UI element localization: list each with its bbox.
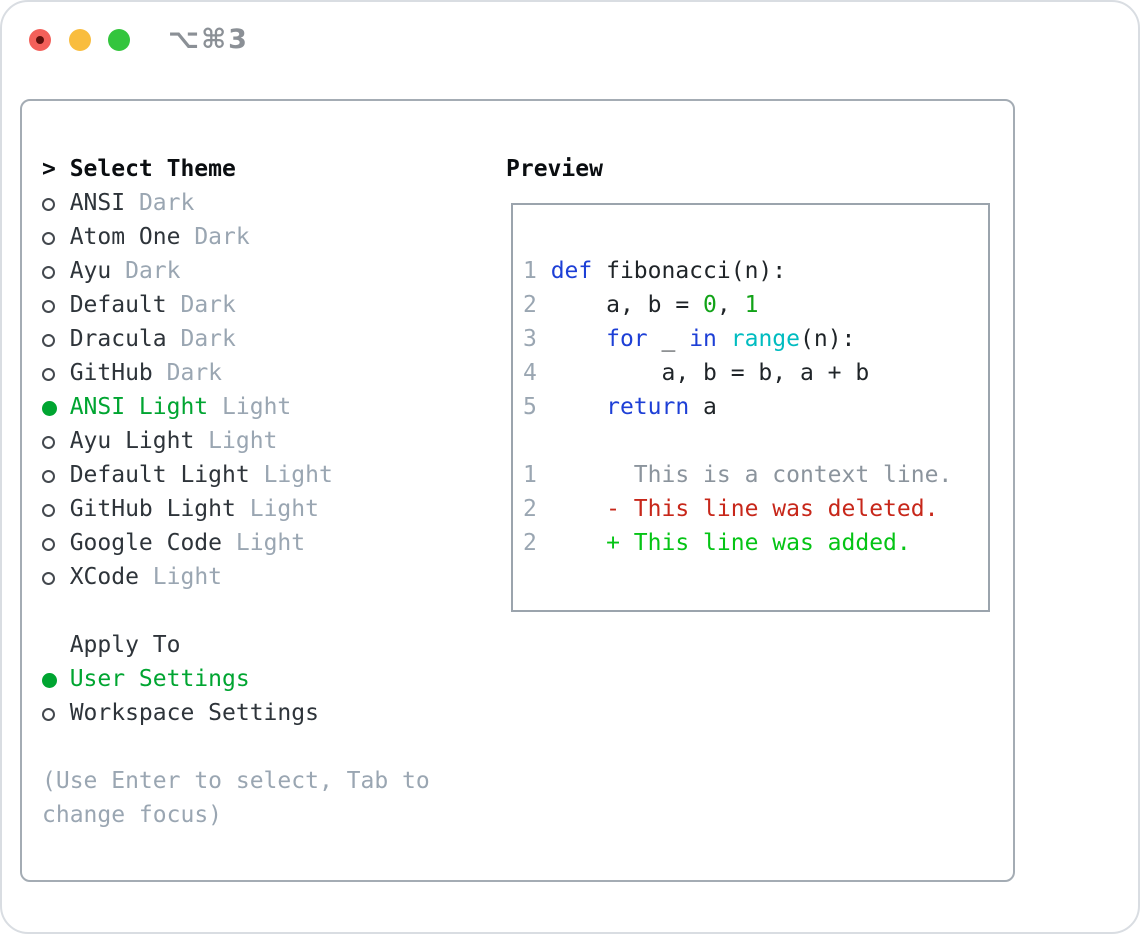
theme-variant-label: Light — [208, 428, 278, 454]
code-line: 2 - This line was deleted. — [523, 496, 939, 522]
apply-item-user-settings[interactable]: User Settings — [42, 662, 430, 696]
code-line: 5 return a — [523, 394, 717, 420]
apply-label: Workspace Settings — [69, 700, 319, 726]
theme-item-xcode-light[interactable]: XCode Light — [42, 560, 430, 594]
theme-item-github-light-light[interactable]: GitHub Light Light — [42, 492, 430, 526]
code-line: 1 def fibonacci(n): — [523, 258, 787, 284]
radio-icon — [42, 356, 70, 390]
theme-variant-label: Light — [222, 394, 292, 420]
theme-name: GitHub — [69, 360, 153, 386]
theme-name: GitHub Light — [69, 496, 236, 522]
radio-icon — [42, 560, 70, 594]
theme-variant-label: Dark — [180, 326, 236, 352]
line-number: 2 — [523, 530, 551, 556]
theme-item-default-dark[interactable]: Default Dark — [42, 288, 430, 322]
select-theme-header: > Select Theme — [42, 152, 430, 186]
theme-variant-label: Dark — [166, 360, 223, 386]
window-title: ⌥⌘3 — [168, 24, 249, 55]
hint-text-line-1: (Use Enter to select, Tab to — [42, 768, 430, 794]
radio-icon — [42, 322, 70, 356]
theme-item-ansi-light-light[interactable]: ANSI Light Light — [42, 390, 430, 424]
theme-variant-label: Light — [263, 462, 333, 488]
theme-name: Ayu — [69, 258, 112, 284]
theme-name: XCode — [69, 564, 139, 590]
theme-name: Default Light — [69, 462, 250, 488]
theme-name: ANSI — [69, 190, 126, 216]
theme-variant-label: Dark — [125, 258, 181, 284]
code-line: 2 a, b = 0, 1 — [523, 292, 759, 318]
code-line: 4 a, b = b, a + b — [523, 360, 870, 386]
line-number: 3 — [523, 326, 551, 352]
radio-icon — [42, 220, 70, 254]
apply-to-title: Apply To — [69, 632, 181, 658]
code-line: 2 + This line was added. — [523, 530, 911, 556]
theme-variant-label: Dark — [180, 292, 236, 318]
preview-code: 1 def fibonacci(n): 2 a, b = 0, 1 3 for _ … — [513, 205, 988, 560]
line-number: 1 — [523, 462, 551, 488]
preview-box: 1 def fibonacci(n): 2 a, b = 0, 1 3 for _ … — [511, 203, 990, 612]
line-number: 4 — [523, 360, 551, 386]
theme-variant-label: Light — [249, 496, 319, 522]
theme-name: Ayu Light — [69, 428, 195, 454]
radio-selected-icon — [42, 390, 70, 424]
code-line — [523, 424, 988, 458]
line-number: 2 — [523, 496, 551, 522]
radio-icon — [42, 288, 70, 322]
zoom-button[interactable] — [108, 29, 130, 51]
apply-label: User Settings — [69, 666, 250, 692]
theme-variant-label: Light — [235, 530, 306, 556]
theme-item-github-dark[interactable]: GitHub Dark — [42, 356, 430, 390]
radio-icon — [42, 424, 70, 458]
line-number — [523, 428, 551, 454]
theme-item-atom-one-dark[interactable]: Atom One Dark — [42, 220, 430, 254]
theme-name: Dracula — [69, 326, 167, 352]
apply-to-header: Apply To — [42, 628, 430, 662]
theme-name: ANSI Light — [69, 394, 209, 420]
radio-icon — [42, 458, 70, 492]
theme-item-ayu-light-light[interactable]: Ayu Light Light — [42, 424, 430, 458]
theme-item-ayu-dark[interactable]: Ayu Dark — [42, 254, 430, 288]
theme-item-dracula-dark[interactable]: Dracula Dark — [42, 322, 430, 356]
radio-icon — [42, 254, 70, 288]
radio-selected-icon — [42, 662, 70, 696]
spacer — [42, 730, 430, 764]
theme-name: Default — [69, 292, 167, 318]
line-number: 1 — [523, 258, 551, 284]
line-number: 2 — [523, 292, 551, 318]
radio-icon — [42, 696, 70, 730]
theme-variant-label: Light — [152, 564, 223, 590]
line-number: 5 — [523, 394, 551, 420]
minimize-button[interactable] — [69, 29, 91, 51]
apply-item-workspace-settings[interactable]: Workspace Settings — [42, 696, 430, 730]
theme-item-ansi-dark[interactable]: ANSI Dark — [42, 186, 430, 220]
theme-variant-label: Dark — [194, 224, 250, 250]
code-line: 1 This is a context line. — [523, 462, 953, 488]
close-button[interactable] — [29, 29, 51, 51]
code-line: 3 for _ in range(n): — [523, 326, 856, 352]
theme-item-default-light-light[interactable]: Default Light Light — [42, 458, 430, 492]
hint-text-line-2: change focus) — [42, 802, 223, 828]
theme-name: Atom One — [69, 224, 181, 250]
select-theme-title: Select Theme — [69, 156, 236, 182]
focus-caret-icon: > — [42, 156, 56, 182]
spacer — [42, 594, 430, 628]
radio-icon — [42, 492, 70, 526]
theme-name: Google Code — [69, 530, 223, 556]
preview-title: Preview — [506, 156, 603, 182]
radio-icon — [42, 186, 70, 220]
theme-item-google-code-light[interactable]: Google Code Light — [42, 526, 430, 560]
theme-variant-label: Dark — [138, 190, 195, 216]
radio-icon — [42, 526, 70, 560]
